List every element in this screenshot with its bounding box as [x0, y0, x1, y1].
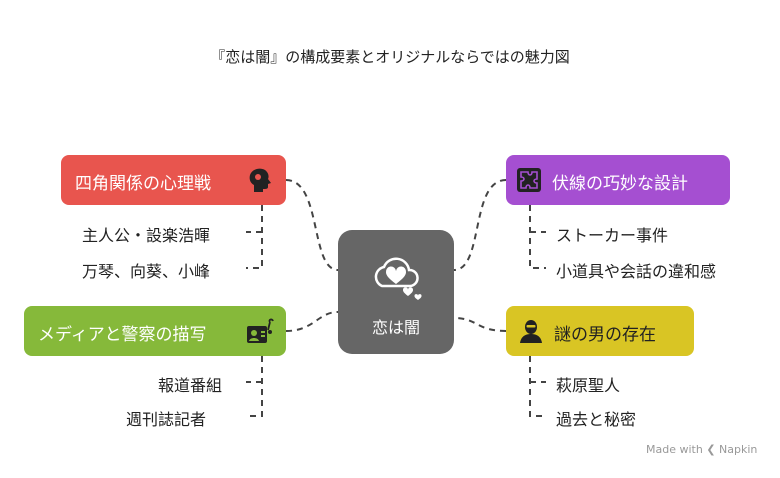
connector-top-right: [453, 179, 507, 271]
sub-item: ストーカー事件: [556, 226, 669, 245]
sub-item: 週刊誌記者: [126, 410, 207, 429]
bracket-right-bottom: [529, 356, 546, 417]
center-label: 恋は闇: [371, 318, 420, 337]
sub-item: 過去と秘密: [556, 410, 637, 429]
connector-bottom-left: [285, 311, 339, 332]
watermark: Made with ❮ Napkin: [646, 443, 757, 456]
news-camera-icon: [247, 318, 274, 343]
head-profile-icon: [249, 168, 271, 192]
napkin-logo-icon: ❮: [706, 443, 716, 456]
diagram-title: 『恋は闇』の構成要素とオリジナルならではの魅力図: [210, 48, 570, 66]
branch-mystery-man: 謎の男の存在: [506, 306, 694, 356]
watermark-prefix: Made with: [646, 443, 703, 456]
center-node: 恋は闇: [338, 230, 454, 354]
branch-foreshadowing: 伏線の巧妙な設計: [506, 155, 730, 205]
branch-label: 謎の男の存在: [554, 325, 656, 345]
branch-label: メディアと警察の描写: [38, 325, 207, 345]
sub-item: 万琴、向葵、小峰: [82, 262, 211, 281]
sub-item: 報道番組: [158, 376, 223, 395]
bracket-right-top: [529, 205, 546, 269]
puzzle-icon: [517, 168, 541, 192]
watermark-brand: Napkin: [719, 443, 758, 456]
branch-label: 伏線の巧妙な設計: [552, 174, 688, 194]
connector-top-left: [285, 179, 339, 271]
cloud-heart-icon: [374, 257, 422, 300]
sub-item: 小道具や会話の違和感: [556, 262, 717, 281]
branch-label: 四角関係の心理戦: [75, 174, 211, 194]
branch-love-square: 四角関係の心理戦: [61, 155, 286, 205]
branch-media-police: メディアと警察の描写: [24, 306, 286, 356]
bracket-left-bottom: [246, 356, 263, 417]
sub-item: 萩原聖人: [556, 376, 621, 395]
masked-man-icon: [520, 320, 542, 343]
sub-item: 主人公・設楽浩暉: [82, 226, 211, 245]
connector-bottom-right: [453, 317, 507, 332]
bracket-left-top: [246, 205, 263, 269]
